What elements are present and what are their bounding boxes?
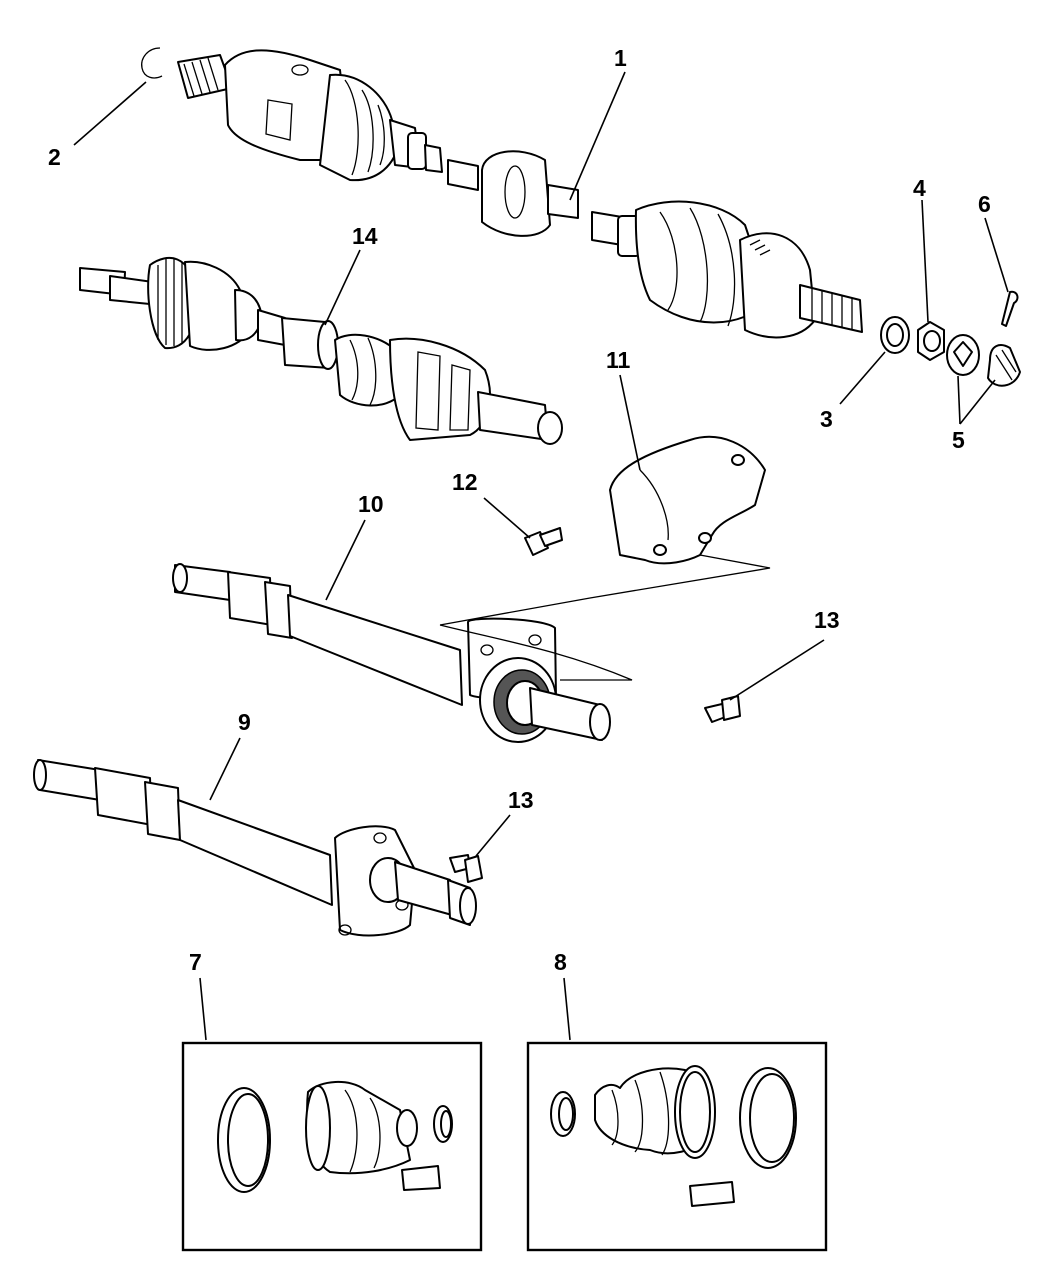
- part-1-driveshaft-assembly: [177, 49, 863, 339]
- part-3-washer: [880, 316, 910, 354]
- part-13-bolt-upper: [704, 695, 741, 723]
- callout-1: 1: [614, 45, 627, 71]
- callout-14: 14: [352, 223, 378, 249]
- part-5-nut-retainer: [946, 334, 1021, 387]
- part-12-bolt: [524, 527, 563, 556]
- part-10-intermediate-shaft: [172, 563, 633, 743]
- part-13-bolt-lower: [449, 854, 483, 883]
- callout-2: 2: [48, 144, 61, 170]
- callout-6: 6: [978, 191, 991, 217]
- part-11-bearing-bracket: [439, 435, 771, 626]
- part-14-driveshaft: [79, 256, 563, 445]
- part-6-cotter-pin: [1001, 290, 1019, 327]
- part-8-outer-boot-kit: [526, 1041, 828, 1252]
- callout-13-upper: 13: [814, 607, 840, 633]
- callout-11: 11: [606, 347, 631, 373]
- callout-7: 7: [189, 949, 202, 975]
- callout-13-lower: 13: [508, 787, 534, 813]
- part-4-hub-nut: [917, 321, 945, 361]
- callout-labels: 1 2 3 4 5 6 7 8 9 10 11 12 13 13 14: [48, 45, 991, 975]
- callout-8: 8: [554, 949, 567, 975]
- part-2-snap-ring: [141, 47, 163, 79]
- callout-5: 5: [952, 427, 965, 453]
- callout-4: 4: [913, 175, 926, 201]
- leader-lines: [73, 71, 1009, 1041]
- callout-12: 12: [452, 469, 478, 495]
- callout-3: 3: [820, 406, 833, 432]
- part-7-inner-boot-kit: [181, 1041, 483, 1252]
- callout-10: 10: [358, 491, 384, 517]
- part-9-axle-shaft: [33, 759, 477, 937]
- callout-9: 9: [238, 709, 251, 735]
